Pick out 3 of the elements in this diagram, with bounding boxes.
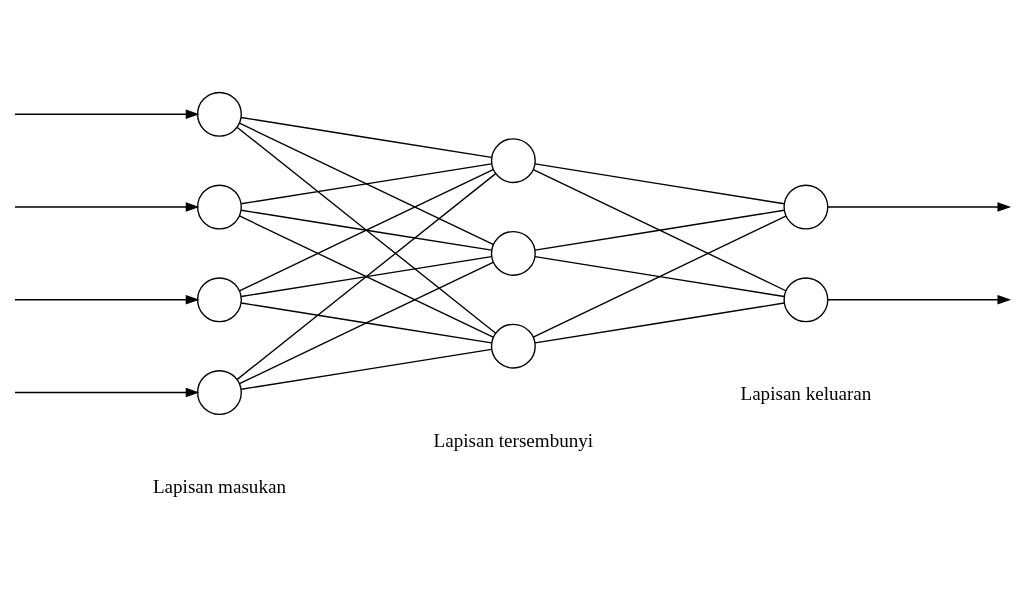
label: Lapisan tersembunyi — [433, 429, 594, 451]
label: Lapisan masukan — [152, 475, 286, 497]
label: Lapisan keluaran — [740, 382, 872, 404]
